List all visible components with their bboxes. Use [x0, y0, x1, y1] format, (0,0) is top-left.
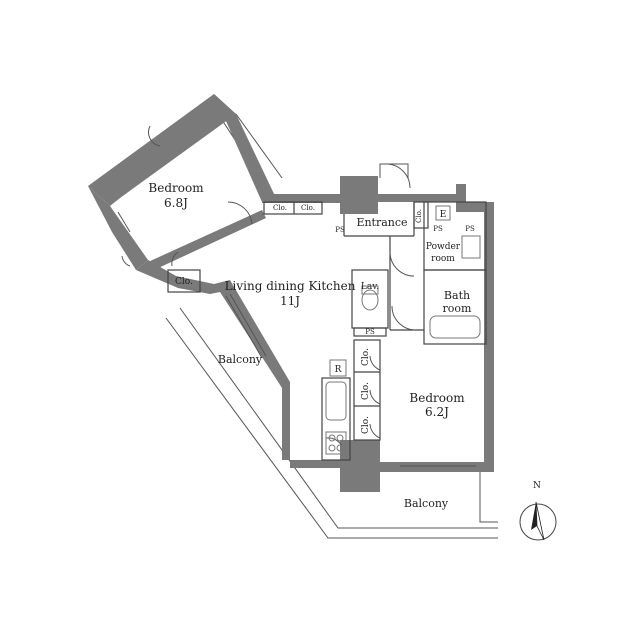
bedroom-nw-size: 6.8J — [164, 196, 188, 210]
bath-room-line2: room — [443, 302, 473, 315]
marker-labels: PS PS PS PS R E — [335, 210, 475, 375]
bedroom-nw-name: Bedroom — [148, 181, 204, 195]
closet-bedroom-3-label: Clo. — [361, 416, 371, 434]
refrigerator-box — [329, 359, 347, 377]
washbasin — [461, 235, 481, 259]
balcony-outlines — [165, 113, 498, 539]
balcony-west-label: Balcony — [218, 353, 263, 366]
room-labels: Bedroom 6.8J Living dining Kitchen 11J B… — [148, 181, 472, 510]
closet-bedroom-2-label: Clo. — [361, 382, 371, 400]
ldk-size: 11J — [280, 294, 300, 308]
powder-room-line1: Powder — [426, 242, 461, 252]
cooktop — [325, 431, 347, 455]
pipe-space-2-label: PS — [365, 328, 375, 336]
refrigerator-label: R — [335, 365, 342, 375]
closet-bedroom-1-label: Clo. — [361, 348, 371, 366]
entrance-label: Entrance — [356, 216, 407, 229]
lavatory-label: Lav. — [361, 282, 379, 292]
fixtures — [325, 205, 481, 455]
balcony-south-label: Balcony — [404, 497, 449, 510]
bedroom-se-name: Bedroom — [409, 391, 465, 405]
ldk-name: Living dining Kitchen — [225, 279, 356, 293]
pipe-space-3-label: PS — [433, 225, 443, 233]
compass: N — [519, 481, 557, 541]
pipe-space-1-label: PS — [335, 226, 345, 234]
bathtub — [429, 315, 481, 339]
walls — [88, 94, 494, 492]
closet-entrance-label: Clo. — [415, 209, 423, 223]
toilet — [361, 289, 379, 311]
compass-north-label: N — [533, 481, 541, 491]
closet-side-label: Clo. — [175, 277, 193, 287]
powder-room-line2: room — [431, 254, 455, 264]
bath-room-line1: Bath — [444, 289, 470, 302]
closet-top-2-label: Clo. — [301, 204, 315, 212]
closet-top-1-label: Clo. — [273, 204, 287, 212]
pipe-space-4-label: PS — [465, 225, 475, 233]
doors — [121, 125, 419, 447]
closet-labels: Clo. Clo. Clo. Clo. Clo. Clo. Clo. — [175, 204, 423, 434]
elevator-label: E — [440, 210, 447, 220]
bedroom-se-size: 6.2J — [425, 405, 449, 419]
elevator-box — [435, 205, 451, 221]
kitchen-sink — [325, 381, 347, 421]
windows — [117, 211, 476, 467]
interior-lines — [167, 201, 487, 461]
